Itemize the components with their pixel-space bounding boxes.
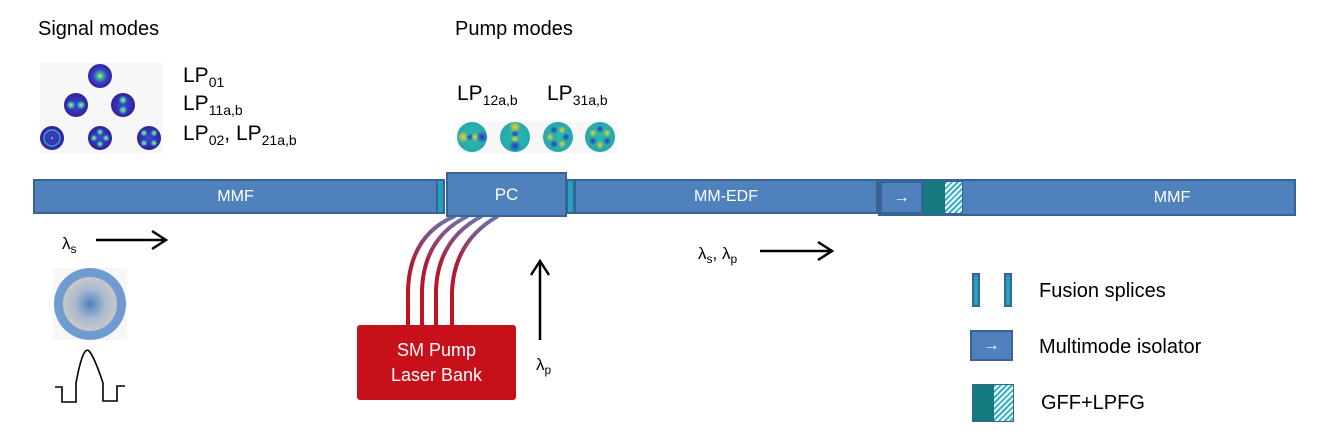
- isolator-arrow-icon: →: [983, 336, 1000, 354]
- pump-fiber-1: [406, 214, 456, 325]
- mmf-left-label: MMF: [217, 187, 254, 205]
- mmf-left-segment: MMF: [33, 179, 438, 214]
- mode-lp11a: [64, 93, 88, 117]
- fusion-splice-icon-a: [972, 273, 980, 307]
- mode-lp31b: [585, 122, 615, 152]
- pump-fiber-4: [450, 214, 499, 325]
- mode-lp21a: [88, 126, 112, 150]
- gff-swatch: [973, 385, 994, 421]
- isolator-arrow-icon: →: [893, 188, 910, 206]
- signal-mode-label-lp01: LP01: [183, 64, 225, 90]
- pump-fiber-3: [434, 214, 483, 325]
- mode-lp01: [88, 64, 112, 88]
- laser-bank-line2: Laser Bank: [390, 364, 483, 385]
- pump-modes-title: Pump modes: [455, 18, 573, 40]
- fiber-cross-section-panel: [54, 268, 127, 340]
- pump-mode-svg: [457, 121, 615, 152]
- mm-edf-label: MM-EDF: [694, 187, 758, 205]
- mm-edf-segment: MM-EDF: [574, 179, 878, 214]
- mode-lp31a: [543, 122, 573, 152]
- pump-mode-profiles: [457, 121, 617, 153]
- legend-label-fusion-splices: Fusion splices: [1039, 280, 1166, 302]
- signal-wavelength-label: λs: [62, 234, 77, 256]
- signal-mode-label-lp11: LP11a,b: [183, 92, 243, 118]
- mode-lp11b: [111, 93, 135, 117]
- pump-direction-arrow: [529, 258, 551, 340]
- edf-wavelengths-label: λs, λp: [698, 244, 738, 266]
- pump-wavelength-label: λp: [536, 355, 552, 377]
- legend-fusion-splice-icon: [972, 273, 1012, 307]
- mode-lp02: [40, 126, 64, 150]
- gff-element: [923, 181, 944, 214]
- laser-bank-line1: SM Pump: [396, 339, 477, 360]
- mmf-right-label: MMF: [1153, 188, 1191, 206]
- lpfg-swatch: [994, 385, 1013, 421]
- signal-mode-label-lp02-lp21: LP02, LP21a,b: [183, 122, 297, 148]
- pc-box: PC: [446, 172, 567, 217]
- fusion-splice-left: [436, 179, 445, 214]
- signal-mode-profiles: [40, 63, 163, 153]
- signal-modes-title: Signal modes: [38, 18, 160, 40]
- sm-pump-laser-bank: SM Pump Laser Bank: [357, 325, 516, 400]
- signal-direction-arrow: [96, 229, 169, 251]
- pump-mode-label-lp31: LP31a,b: [547, 82, 608, 108]
- legend-gff-lpfg-icon: [972, 384, 1014, 422]
- legend-isolator-icon: →: [970, 330, 1013, 361]
- signal-mode-svg: [40, 64, 161, 150]
- mode-lp12b: [500, 121, 530, 152]
- legend-label-gff-lpfg: GFF+LPFG: [1041, 392, 1145, 414]
- multimode-isolator: →: [880, 181, 923, 214]
- fiber-cross-section-icon: [54, 268, 126, 340]
- edf-direction-arrow: [760, 240, 835, 262]
- legend-label-multimode-isolator: Multimode isolator: [1039, 336, 1202, 358]
- fusion-splice-icon-b: [1004, 273, 1012, 307]
- mode-lp12a: [457, 122, 488, 152]
- mode-lp21b: [137, 126, 161, 150]
- pc-label: PC: [494, 184, 519, 204]
- pump-mode-label-lp12: LP12a,b: [457, 82, 518, 108]
- pump-fiber-2: [420, 214, 469, 325]
- lpfg-element: [944, 181, 963, 214]
